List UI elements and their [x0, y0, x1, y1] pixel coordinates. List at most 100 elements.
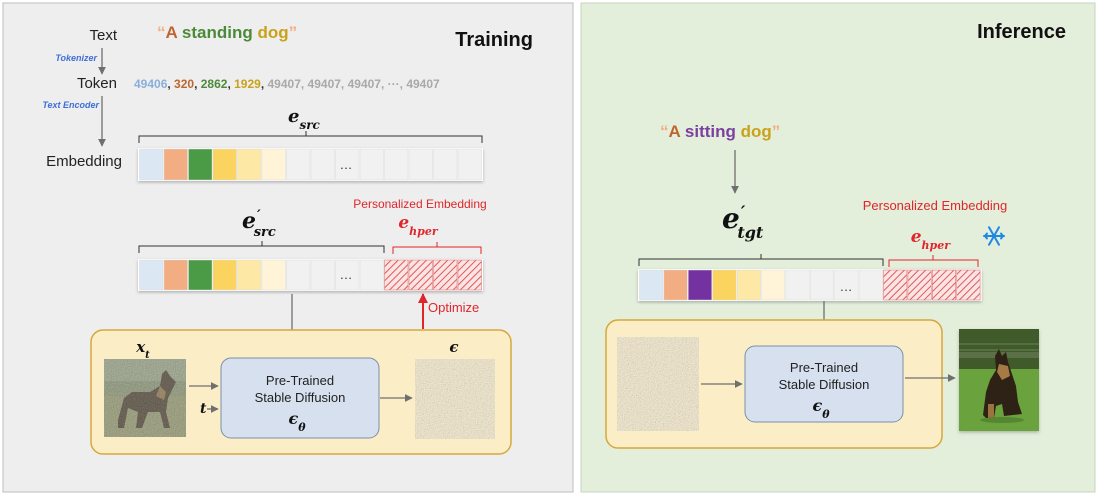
personalized-embedding-cell — [433, 259, 458, 291]
embedding-cell — [188, 148, 213, 181]
prompt-word: standing — [182, 23, 253, 42]
tokenizer-label: Tokenizer — [55, 53, 97, 63]
token-id: ··· — [388, 77, 400, 91]
inference-model-symbol: ϵθ — [812, 396, 830, 421]
embedding-cell — [785, 269, 810, 301]
embedding-row-src-prime — [138, 259, 483, 291]
embedding-cell — [457, 148, 482, 181]
embedding-cell — [663, 269, 688, 301]
e-src-brace — [138, 131, 483, 143]
personalized-embedding-cell — [883, 269, 908, 301]
embedding-cell — [188, 259, 213, 291]
personalized-embedding-cell — [931, 269, 956, 301]
embedding-ellipsis: … — [340, 157, 353, 172]
embedding-cell — [286, 259, 311, 291]
close-quote: ” — [772, 122, 781, 141]
text-encoder-label: Text Encoder — [42, 100, 99, 110]
inference-model-line2: Stable Diffusion — [779, 377, 870, 392]
t-symbol: t — [200, 401, 207, 417]
embedding-cell — [212, 148, 237, 181]
personalized-embedding-label: Personalized Embedding — [353, 197, 486, 211]
embedding-cell — [163, 259, 188, 291]
embedding-cell — [810, 269, 834, 301]
row-label-text: Text — [89, 27, 117, 44]
token-id: 49407 — [406, 77, 440, 91]
token-id: 49407 — [308, 77, 342, 91]
prompt-word: A — [166, 23, 178, 42]
inference-model-line1: Pre-Trained — [790, 360, 858, 375]
prompt-word: dog — [741, 122, 772, 141]
embedding-cell — [736, 269, 761, 301]
embedding-row-src — [138, 148, 483, 181]
embedding-cell — [335, 148, 360, 181]
input-noise-image — [617, 337, 699, 431]
token-separator: , — [194, 77, 201, 91]
e-tgt-brace — [638, 254, 884, 266]
token-id: 2862 — [201, 77, 228, 91]
token-separator: , — [341, 77, 348, 91]
inference-e-hper-symbol: ehper — [911, 227, 952, 252]
predicted-noise-image — [415, 359, 495, 439]
embedding-prime-ellipsis: … — [340, 267, 353, 282]
training-model-symbol: ϵθ — [288, 409, 306, 434]
inference-prompt: “A sitting dog” — [660, 122, 780, 141]
embedding-cell — [335, 259, 360, 291]
e-hper-symbol: ehper — [398, 213, 439, 238]
embedding-cell — [261, 148, 286, 181]
token-id: 49406 — [134, 77, 168, 91]
embedding-cell — [139, 259, 164, 291]
token-separator: , — [400, 77, 407, 91]
e-hper-brace — [392, 242, 482, 254]
personalized-embedding-cell — [408, 259, 433, 291]
training-model-line1: Pre-Trained — [266, 373, 334, 388]
token-id: 49407 — [348, 77, 382, 91]
personalized-embedding-cell — [457, 259, 482, 291]
prompt-word: sitting — [685, 122, 736, 141]
token-separator: , — [301, 77, 308, 91]
embedding-cell — [286, 148, 311, 181]
token-id: 320 — [174, 77, 194, 91]
token-id: 49407 — [268, 77, 302, 91]
epsilon-symbol: ϵ — [449, 338, 458, 356]
embedding-cell — [384, 148, 409, 181]
training-prompt: “A standing dog” — [157, 23, 297, 42]
token-separator: , — [381, 77, 388, 91]
embedding-cell — [237, 259, 262, 291]
prompt-word: A — [669, 122, 681, 141]
embedding-cell — [359, 259, 384, 291]
embedding-cell — [834, 269, 859, 301]
embedding-cell — [310, 259, 335, 291]
snowflake-icon — [983, 226, 1005, 246]
personalized-embedding-cell — [956, 269, 981, 301]
token-separator: , — [261, 77, 268, 91]
close-quote: ” — [289, 23, 298, 42]
x-t-symbol: xt — [135, 338, 150, 361]
embedding-cell — [761, 269, 786, 301]
token-separator: , — [227, 77, 234, 91]
prompt-word: dog — [257, 23, 288, 42]
open-quote: “ — [157, 23, 166, 42]
row-label-embedding: Embedding — [46, 153, 122, 170]
row-label-token: Token — [77, 75, 117, 92]
embedding-cell — [163, 148, 188, 181]
embedding-cell — [139, 148, 164, 181]
embedding-cell — [261, 259, 286, 291]
training-model-box — [220, 357, 380, 439]
embedding-cell — [688, 269, 712, 301]
token-separator: , — [167, 77, 174, 91]
personalized-embedding-cell — [907, 269, 932, 301]
embedding-cell — [712, 269, 737, 301]
token-id: 1929 — [234, 77, 261, 91]
e-src-prime-brace — [138, 241, 385, 253]
embedding-cell — [310, 148, 335, 181]
embedding-cell — [858, 269, 883, 301]
e-tgt-prime-symbol: e′tgt — [722, 202, 764, 242]
training-title: Training — [455, 29, 533, 51]
embedding-row-tgt — [638, 269, 982, 301]
open-quote: “ — [660, 122, 669, 141]
personalized-embedding-cell — [384, 259, 409, 291]
inference-e-hper-brace — [888, 255, 979, 267]
e-src-prime-symbol: e′src — [242, 208, 276, 240]
e-src-symbol: esrc — [288, 106, 321, 132]
